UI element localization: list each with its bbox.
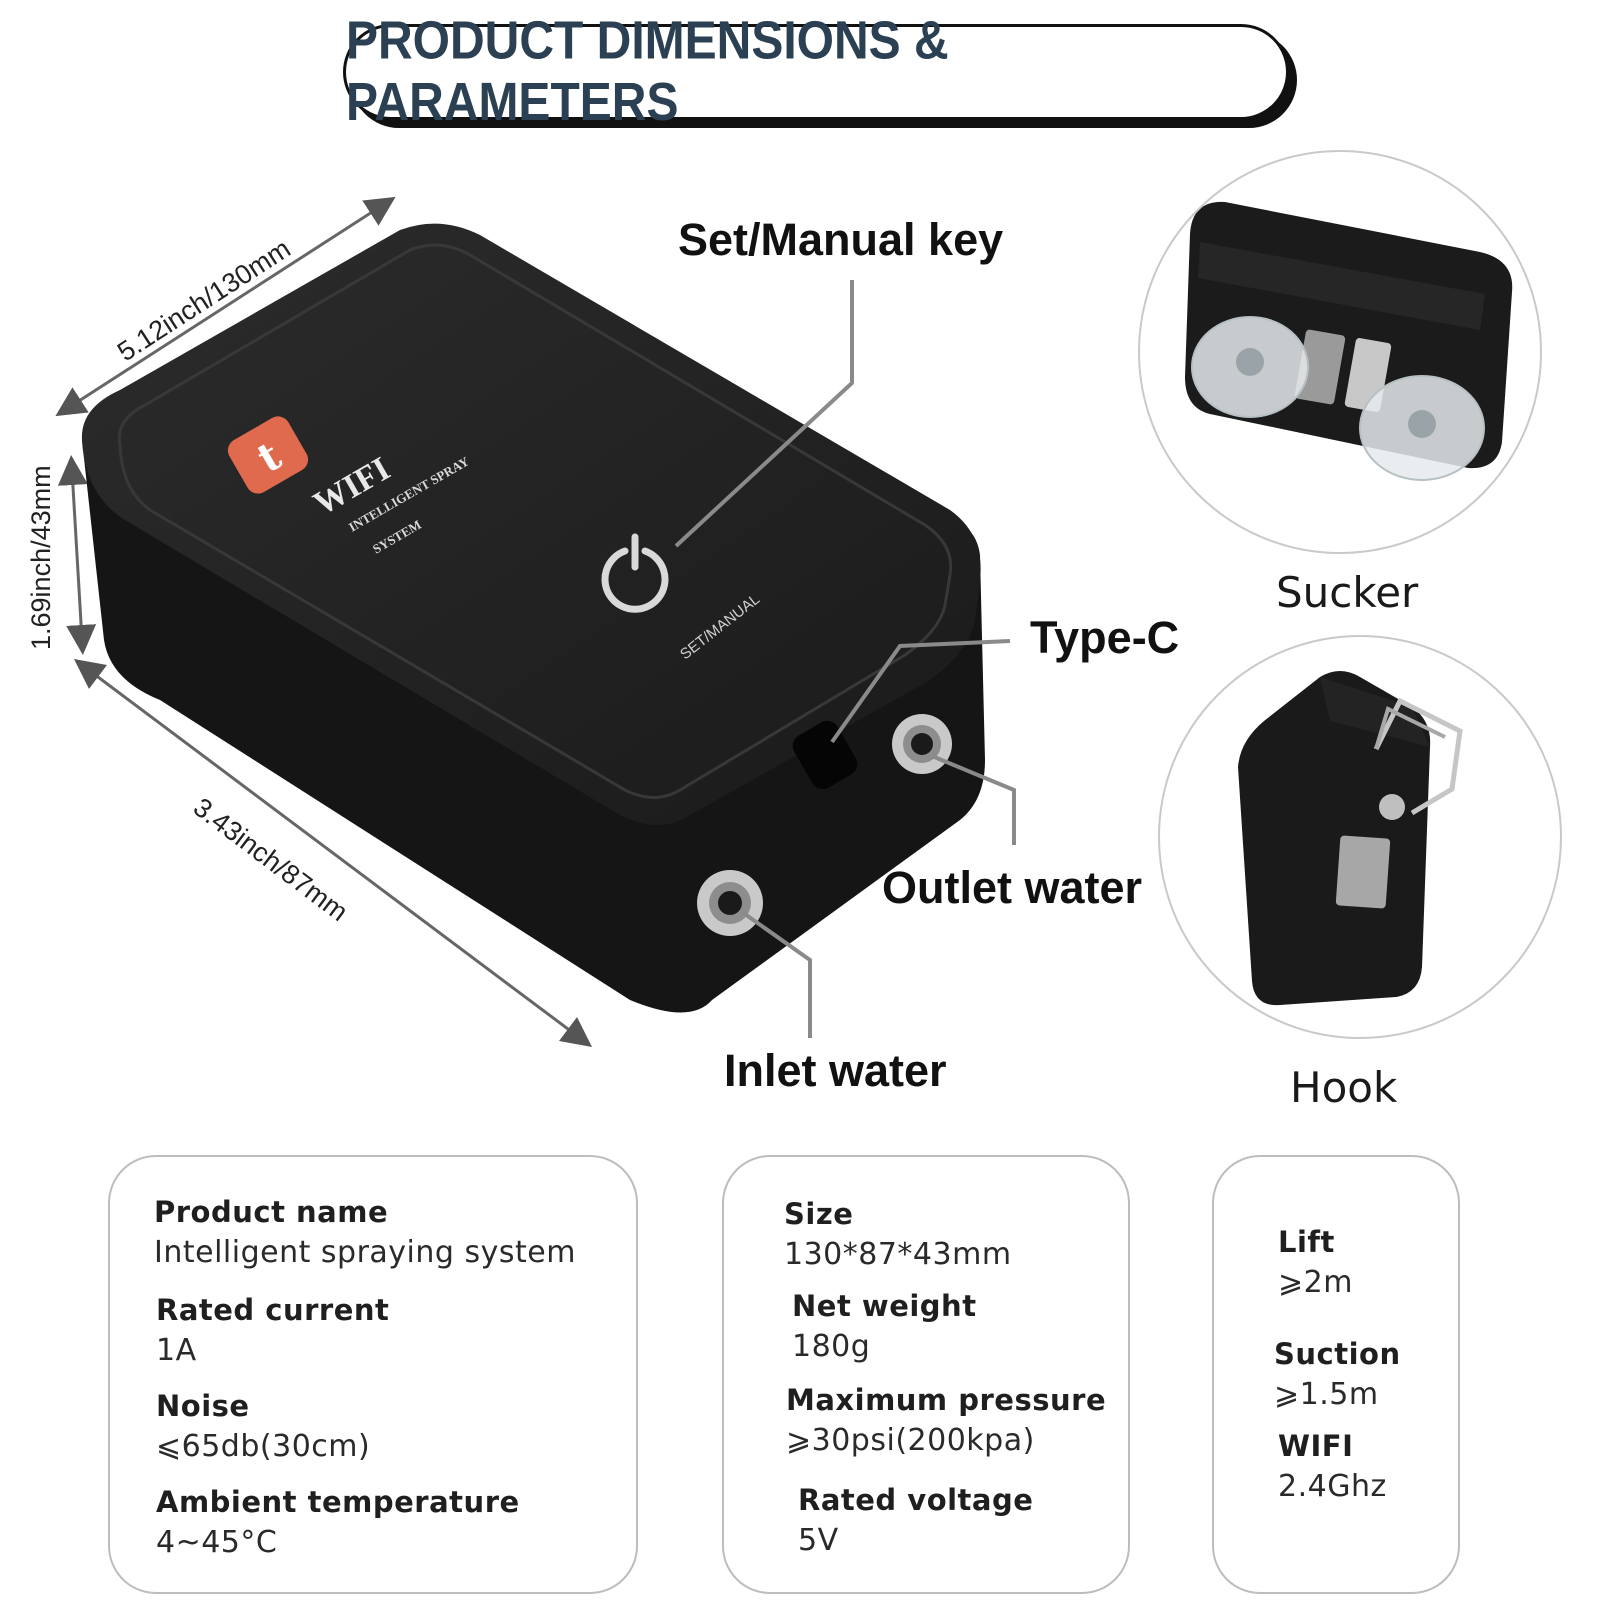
spec-maximum-pressure: Maximum pressure ⩾30psi(200kpa) [786,1383,1106,1458]
hook-inset [1158,635,1562,1039]
spec-value: 2.4Ghz [1278,1469,1387,1504]
spec-label: Ambient temperature [156,1485,520,1519]
hook-illustration [1238,671,1463,1006]
spec-label: Rated voltage [798,1483,1034,1517]
sucker-illustration [1185,201,1513,481]
spec-product-name: Product name Intelligent spraying system [154,1195,576,1270]
spec-ambient-temperature: Ambient temperature 4~45°C [156,1485,520,1560]
spec-wifi: WIFI 2.4Ghz [1278,1429,1387,1504]
inlet-leader [740,910,812,1038]
type-c-label: Type-C [1030,612,1180,663]
spec-noise: Noise ⩽65db(30cm) [156,1389,370,1464]
header-banner: PRODUCT DIMENSIONS & PARAMETERS [343,12,1297,132]
spec-box-physical: Size 130*87*43mm Net weight 180g Maximum… [722,1155,1130,1594]
brand-logo-icon: t [227,416,309,494]
height-arrow [57,455,97,655]
width-arrow [73,659,593,1047]
spec-value: 5V [798,1523,839,1558]
spec-net-weight: Net weight 180g [792,1289,977,1364]
outlet-port [892,714,952,774]
spec-label: WIFI [1278,1429,1354,1463]
spec-label: Suction [1274,1337,1401,1371]
spec-lift: Lift ⩾2m [1278,1225,1353,1300]
spec-label: Noise [156,1389,250,1423]
page-title: PRODUCT DIMENSIONS & PARAMETERS [346,11,949,133]
device-body [81,223,985,1013]
spec-label: Maximum pressure [786,1383,1107,1417]
spec-rated-current: Rated current 1A [156,1293,389,1368]
spec-size: Size 130*87*43mm [784,1197,1012,1272]
spec-label: Rated current [156,1293,390,1327]
spec-value: ⩾30psi(200kpa) [786,1423,1035,1458]
type-c-leader [830,639,1011,744]
header-pill: PRODUCT DIMENSIONS & PARAMETERS [343,12,1289,132]
type-c-port [792,720,858,790]
spec-value: Intelligent spraying system [154,1235,576,1270]
spec-value: ⩽65db(30cm) [156,1429,371,1464]
spec-box-performance: Lift ⩾2m Suction ⩾1.5m WIFI 2.4Ghz [1212,1155,1460,1594]
sucker-inset [1138,150,1542,554]
spec-value: 130*87*43mm [784,1237,1012,1272]
outlet-water-label: Outlet water [882,862,1143,913]
set-manual-key-label: Set/Manual key [678,214,1004,265]
spec-value: ⩾1.5m [1274,1377,1379,1412]
outlet-leader [931,754,1016,845]
spec-label: Size [784,1197,854,1231]
spec-label: Net weight [792,1289,977,1323]
spec-rated-voltage: Rated voltage 5V [798,1483,1033,1558]
power-icon [601,533,669,613]
sucker-caption: Sucker [1276,568,1419,617]
spec-label: Product name [154,1195,389,1229]
spec-label: Lift [1278,1225,1335,1259]
hook-caption: Hook [1290,1063,1398,1112]
spec-value: 4~45°C [156,1525,278,1560]
spec-suction: Suction ⩾1.5m [1274,1337,1401,1412]
spec-box-general: Product name Intelligent spraying system… [108,1155,638,1594]
spec-value: ⩾2m [1278,1265,1353,1300]
spec-value: 180g [792,1329,871,1364]
inlet-port [697,870,763,936]
set-key-leader [674,280,854,548]
spec-value: 1A [156,1333,197,1368]
inlet-water-label: Inlet water [724,1045,947,1096]
length-arrow [55,196,396,417]
height-dimension: 1.69inch/43mm [26,465,56,650]
product-illustration: t WIFI INTELLIGENT SPRAY SYSTEM SET/MANU… [55,196,1016,1047]
